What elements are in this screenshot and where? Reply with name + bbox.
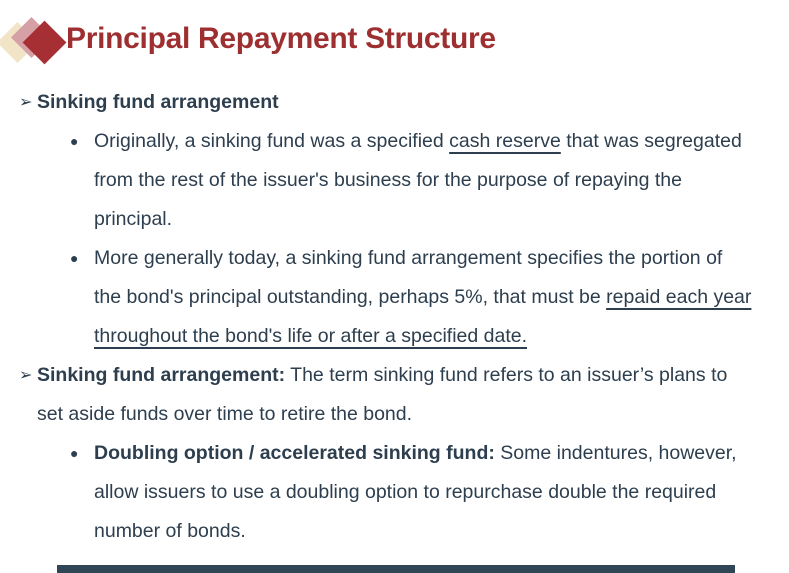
circle-bullet-icon: ● bbox=[70, 133, 79, 149]
sub-bullet-doubling-option: ● Doubling option / accelerated sinking … bbox=[0, 434, 789, 551]
diamond-logo-icon bbox=[0, 0, 67, 80]
text-segment: Originally, a sinking fund was a specifi… bbox=[94, 130, 450, 152]
bold-lead-text: Sinking fund arrangement: bbox=[37, 364, 286, 386]
text-segment: More generally today, a sinking fund arr… bbox=[94, 247, 723, 308]
text-segment: that was segregated from the rest of the… bbox=[94, 130, 742, 230]
circle-bullet-icon: ● bbox=[70, 250, 79, 266]
slide-body: ➢ Sinking fund arrangement ● Originally,… bbox=[0, 80, 789, 551]
bullet-sinking-fund-arrangement-1: ➢ Sinking fund arrangement bbox=[0, 83, 789, 122]
circle-bullet-icon: ● bbox=[70, 445, 79, 461]
sub-bullet-more-generally-today: ● More generally today, a sinking fund a… bbox=[0, 239, 789, 356]
bold-lead-text: Doubling option / accelerated sinking fu… bbox=[94, 442, 495, 464]
sub-bullet-text: Doubling option / accelerated sinking fu… bbox=[94, 434, 754, 551]
text-segment: The term sinking fund refers to an issue… bbox=[37, 364, 728, 425]
underlined-text: cash reserve bbox=[449, 130, 561, 152]
arrow-bullet-icon: ➢ bbox=[19, 94, 33, 111]
page-title: Principal Repayment Structure bbox=[66, 22, 496, 55]
arrow-bullet-icon: ➢ bbox=[19, 367, 33, 384]
bullet-heading-text: Sinking fund arrangement bbox=[37, 91, 279, 113]
footer-bar bbox=[57, 565, 735, 573]
sub-bullet-originally-cash-reserve: ● Originally, a sinking fund was a speci… bbox=[0, 122, 789, 239]
text-segment: Some indentures, however, allow issuers … bbox=[94, 442, 737, 542]
bullet-sinking-fund-arrangement-2: ➢ Sinking fund arrangement: The term sin… bbox=[0, 356, 789, 434]
slide-header: Principal Repayment Structure bbox=[0, 0, 789, 80]
underlined-text: repaid each year throughout the bond's l… bbox=[94, 286, 752, 347]
bullet-heading-text: Sinking fund arrangement: The term sinki… bbox=[37, 356, 732, 434]
sub-bullet-text: Originally, a sinking fund was a specifi… bbox=[94, 122, 754, 239]
sub-bullet-text: More generally today, a sinking fund arr… bbox=[94, 239, 754, 356]
